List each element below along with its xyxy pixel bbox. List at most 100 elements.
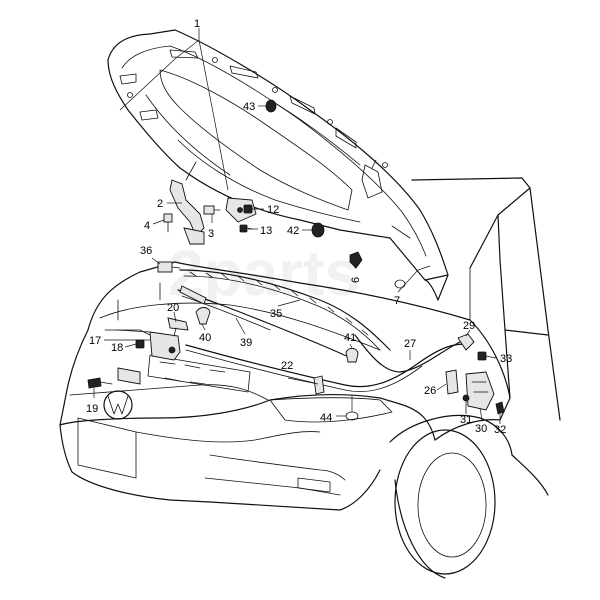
guide-39	[177, 289, 356, 361]
callout-19: 19	[86, 403, 98, 415]
leader-35	[277, 299, 301, 307]
bonnet-assembly	[107, 29, 449, 301]
leader-7	[397, 265, 431, 293]
seal-strips	[177, 269, 391, 361]
bonnet-slot-4	[335, 127, 357, 149]
bonnet-rib-left	[145, 94, 231, 176]
leader-1	[119, 28, 200, 111]
a-pillar	[497, 214, 511, 399]
bonnet-inner-panel	[159, 69, 353, 211]
bonnet-hole-2	[272, 87, 278, 93]
callout-2: 2	[157, 198, 163, 210]
clip-32	[495, 401, 505, 415]
bonnet-outline	[107, 29, 449, 281]
leader-lines	[93, 28, 501, 424]
leader-26	[436, 383, 447, 391]
bonnet-slot-2	[229, 65, 259, 79]
lock-pivot	[168, 346, 176, 354]
bumper-left-contour	[59, 424, 211, 503]
bonnet-inner-frame-outer	[121, 45, 427, 257]
bumper-crease	[209, 454, 346, 481]
bolt-19-head	[87, 377, 102, 389]
screw-31-head	[462, 394, 470, 402]
callout-13: 13	[260, 225, 272, 237]
leader-17b	[115, 329, 151, 333]
cable-22-sheath	[185, 349, 423, 393]
buffer-43	[265, 99, 277, 113]
leader-4	[152, 219, 165, 225]
bonnet-slot-6	[139, 109, 159, 121]
bonnet-lower-edge-inner	[177, 139, 361, 223]
release-cable	[185, 333, 505, 421]
leader-40	[201, 323, 206, 331]
callout-17: 17	[89, 335, 101, 347]
bonnet-latch-striker	[361, 164, 383, 199]
release-handle-30	[465, 371, 495, 411]
engine-bay-inner-line	[99, 302, 381, 351]
buffers	[265, 99, 406, 289]
seal-strip-35-outer	[179, 269, 391, 351]
front-rim	[417, 452, 487, 558]
tire-sidewall	[394, 479, 446, 579]
body-side-line	[529, 187, 561, 421]
grommet-40	[195, 307, 211, 325]
callout-44: 44	[320, 412, 332, 424]
bonnet-lock-17	[149, 331, 181, 361]
callout-40: 40	[199, 332, 211, 344]
hinge-to-bonnet-line	[185, 161, 197, 181]
cable-27	[354, 334, 461, 373]
screw-20-shank	[173, 327, 177, 337]
front-left-fender-edge	[59, 329, 89, 426]
bonnet-edge-detail	[391, 225, 411, 239]
bonnet-slot-5	[119, 73, 137, 85]
guide-39-end	[179, 285, 207, 305]
callout-36: 36	[140, 245, 152, 257]
bolt-4-head	[163, 213, 173, 223]
hinge-bracket-bolt	[237, 207, 243, 213]
headlight-upper-line	[135, 431, 321, 443]
nut-33	[477, 351, 487, 361]
grommet-41	[345, 347, 359, 363]
callout-30: 30	[475, 423, 487, 435]
callout-22: 22	[281, 360, 293, 372]
guide-39-inner	[181, 295, 271, 331]
number-plate-frame	[77, 417, 137, 479]
screw-20-head	[167, 317, 189, 331]
callout-3: 3	[208, 228, 214, 240]
clip-36	[157, 261, 173, 273]
cover-ribs	[159, 361, 226, 385]
cable-22	[185, 343, 471, 388]
bolt-3-head	[203, 205, 215, 215]
bonnet-slot-1	[169, 49, 199, 59]
seal-strip-35-hatching	[189, 271, 369, 336]
bonnet-hinge	[169, 179, 205, 237]
callout-32: 32	[494, 424, 506, 436]
bay-edge-details	[117, 282, 161, 321]
leader-22	[287, 377, 319, 385]
bonnet-hole-3	[327, 119, 333, 125]
callout-31: 31	[460, 414, 472, 426]
callout-4: 4	[144, 220, 150, 232]
leader-20	[173, 311, 177, 323]
bolt-18	[135, 339, 145, 349]
lower-body-line	[511, 454, 549, 496]
mirror-line	[504, 329, 549, 336]
callout-33: 33	[500, 353, 512, 365]
bonnet-rib-right	[269, 99, 361, 166]
bonnet-hole-5	[127, 92, 133, 98]
callout-35: 35	[270, 308, 282, 320]
bonnet-tip	[424, 274, 449, 301]
leader-41	[349, 343, 353, 349]
front-face-top	[59, 394, 436, 441]
leader-33	[485, 355, 497, 359]
callout-12: 12	[267, 204, 279, 216]
cable-holder	[313, 375, 325, 395]
callout-7: 7	[394, 295, 400, 307]
callout-26: 26	[424, 385, 436, 397]
front-tire	[394, 429, 496, 575]
callout-41: 41	[344, 332, 356, 344]
headlight	[269, 397, 393, 423]
lock-parts	[87, 261, 211, 389]
